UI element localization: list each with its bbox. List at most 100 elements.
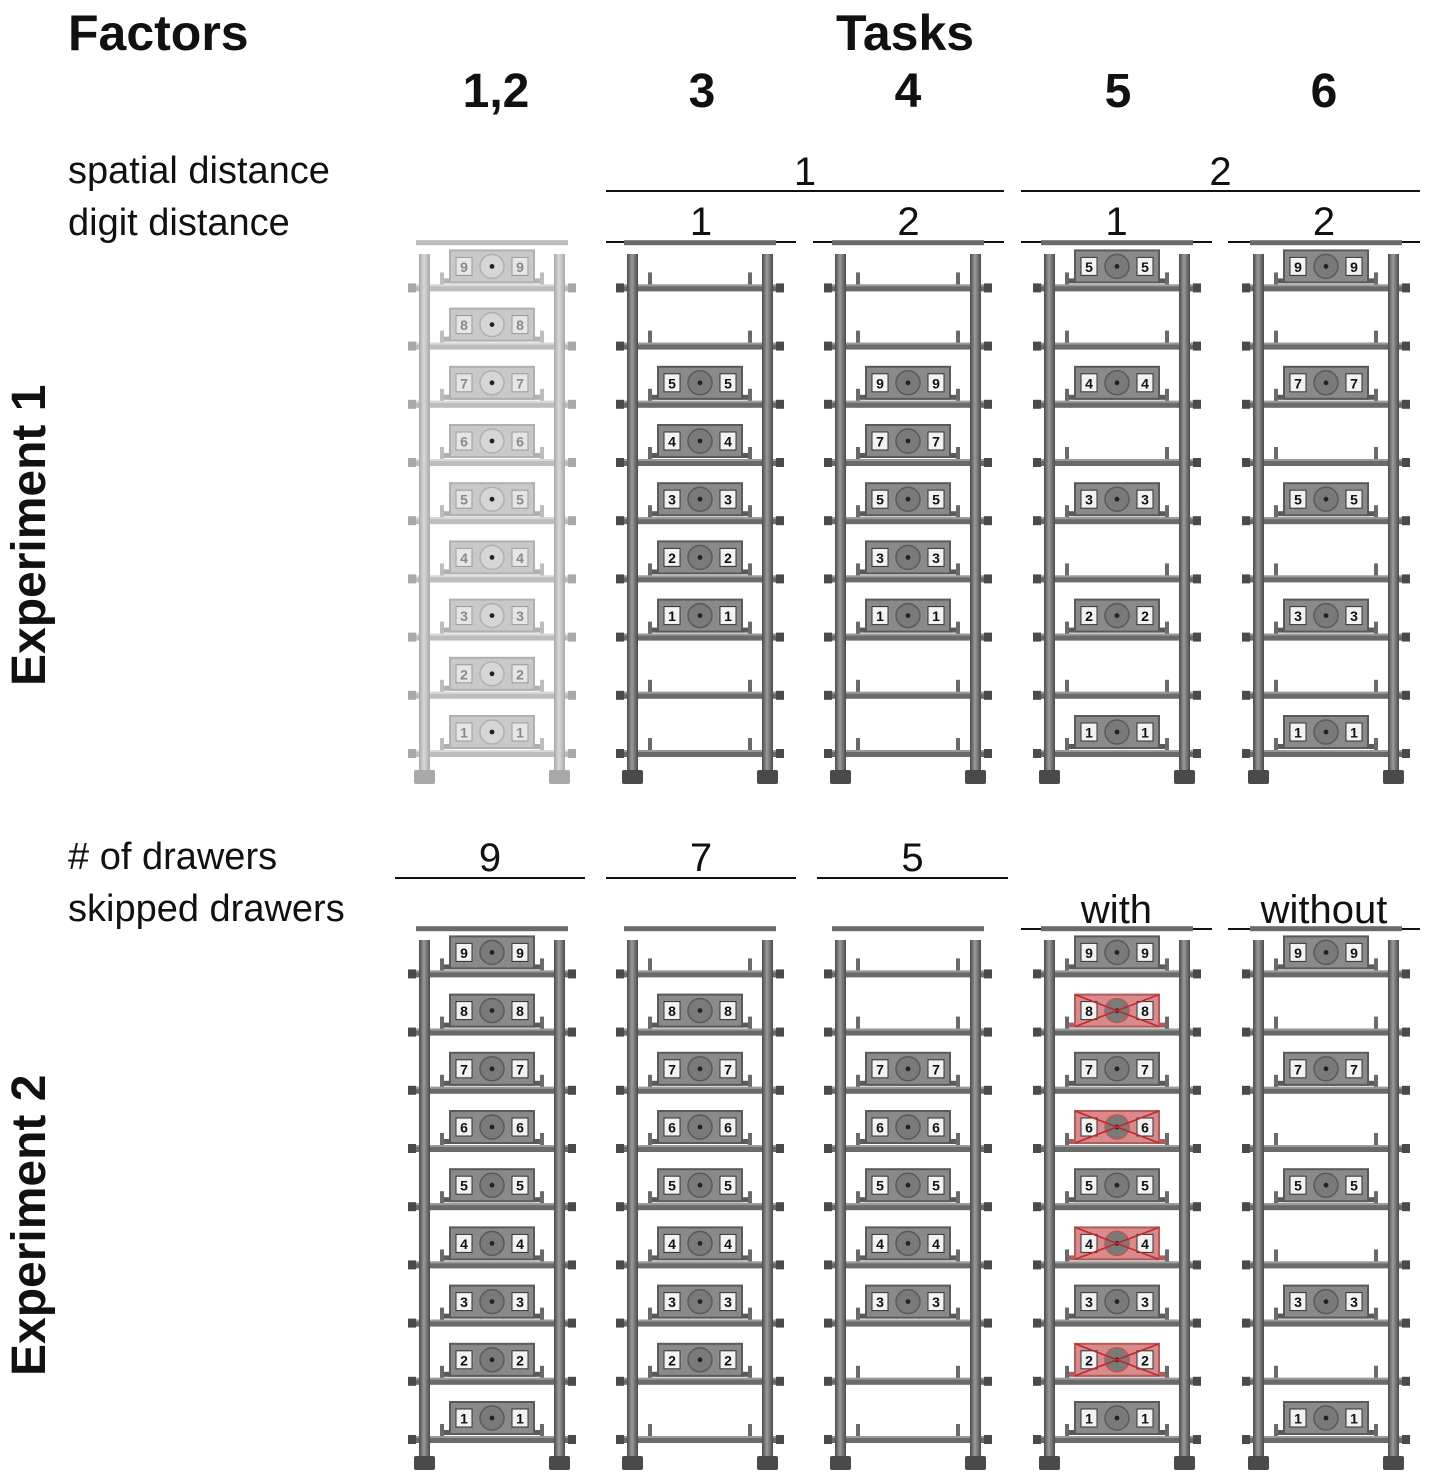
drawer-digit-right: 1 [516,725,524,741]
drawer-digit-right: 1 [516,1411,524,1427]
drawer-digit-left: 8 [460,317,468,333]
skip-cross-icon [1074,993,1160,1028]
drawer-digit-left: 6 [876,1120,884,1136]
drawer-digit-left: 6 [1085,1120,1093,1136]
drawer-digit-left: 1 [460,725,468,741]
drawer-digit-right: 5 [1350,1178,1358,1194]
drawer-digit-left: 7 [1294,1061,1302,1077]
drawer-digit-right: 9 [516,259,524,275]
drawer-digit-left: 7 [460,375,468,391]
drawer-digit-left: 5 [668,375,676,391]
drawer-digit-right: 1 [1350,1411,1358,1427]
drawer-digit-left: 3 [668,492,676,508]
num-drawers-rule-7 [606,877,796,879]
drawer-digit-right: 4 [516,1236,524,1252]
drawer-digit-left: 7 [876,1061,884,1077]
drawer-digit-right: 3 [724,492,732,508]
drawer-digit-right: 1 [1141,1411,1149,1427]
experiment-2-label: Experiment 2 [3,1074,56,1376]
drawer-digit-right: 7 [724,1061,732,1077]
rack-frame [1033,926,1201,1470]
drawer-digit-left: 5 [1294,1178,1302,1194]
drawer-digit-left: 2 [460,1352,468,1368]
drawer-digit-left: 2 [1085,608,1093,624]
skip-cross-icon [1074,1343,1160,1377]
drawer-digit-right: 3 [1350,1294,1358,1310]
drawer-digit-left: 2 [460,666,468,682]
drawer-digit-right: 7 [932,434,940,450]
drawer-digit-right: 4 [1141,1236,1149,1252]
spatial-distance-value-2: 2 [1209,150,1232,194]
drawer-digit-left: 4 [460,1236,468,1252]
drawer-digit-right: 5 [724,1178,732,1194]
drawer-digit-right: 9 [1141,945,1149,961]
drawer-digit-left: 9 [1294,259,1302,275]
drawer-digit-left: 1 [460,1411,468,1427]
skip-cross-icon [1074,1226,1160,1261]
drawer-digit-left: 9 [1085,945,1093,961]
drawer-digit-right: 8 [1141,1003,1149,1019]
drawer-digit-left: 4 [668,1236,676,1252]
drawer-digit-left: 3 [1294,608,1302,624]
drawer-digit-left: 1 [876,608,884,624]
drawer-digit-right: 5 [1141,259,1149,275]
task-number-3: 3 [688,65,716,118]
drawer-digit-right: 2 [1141,608,1149,624]
drawer-digit-left: 7 [876,434,884,450]
drawer-digit-right: 9 [1350,259,1358,275]
drawer-digit-right: 2 [724,550,732,566]
drawer-digit-right: 5 [932,492,940,508]
tasks-heading: Tasks [836,5,975,61]
drawer-digit-right: 7 [516,1061,524,1077]
drawer-digit-right: 4 [724,434,732,450]
drawer-digit-right: 8 [724,1003,732,1019]
task-number-4: 4 [894,65,922,118]
task-number-1-2: 1,2 [462,65,530,118]
drawer-digit-right: 3 [516,608,524,624]
drawer-digit-left: 3 [876,1294,884,1310]
drawer-digit-left: 5 [1085,1178,1093,1194]
digit-distance-value-task3: 1 [689,200,713,244]
drawer-digit-right: 1 [1141,725,1149,741]
num-drawers-value-7: 7 [689,836,713,880]
drawer-digit-left: 9 [876,375,884,391]
rack-frame [408,240,576,784]
drawer-digit-right: 4 [724,1236,732,1252]
drawer-digit-right: 2 [516,666,524,682]
drawer-digit-left: 7 [460,1061,468,1077]
drawer-digit-left: 2 [1085,1352,1093,1368]
factors-heading: Factors [68,5,249,61]
drawer-digit-left: 1 [668,608,676,624]
